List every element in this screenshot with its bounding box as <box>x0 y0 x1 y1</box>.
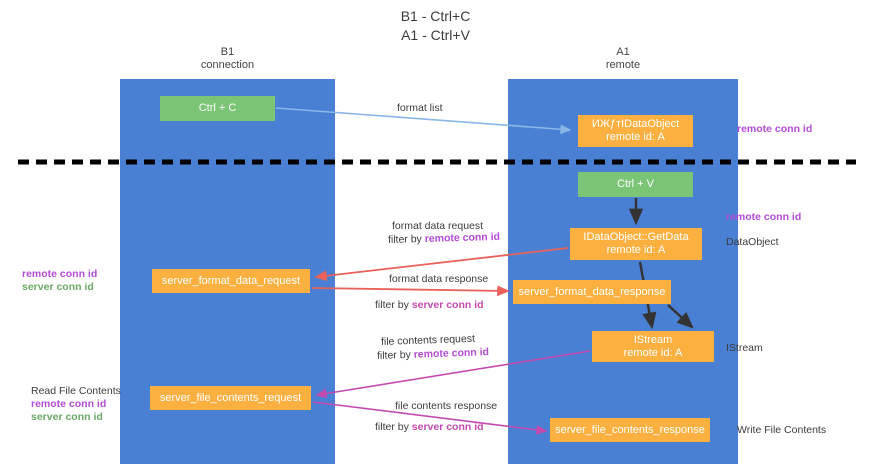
caption-filter-remote-conn-id-2: filter by remote conn id <box>377 345 489 363</box>
filter-by-text-1: filter by <box>387 232 425 246</box>
node-server-format-data-request[interactable]: server_format_data_request <box>152 269 310 293</box>
caption-format-data-response: format data response <box>389 272 488 286</box>
lane-header-a1: A1 remote <box>508 46 738 72</box>
node-server-file-contents-response-label: server_file_contents_response <box>555 423 705 436</box>
caption-format-data-request: format data request <box>392 219 483 233</box>
node-ctrl-c[interactable]: Ctrl + C <box>160 96 275 121</box>
node-idataobject-top-label: ИЖƒтIDataObject <box>591 118 680 130</box>
remote-conn-id-text-1: remote conn id <box>424 230 501 245</box>
annotation-write-file-contents: Write File Contents <box>737 424 826 437</box>
node-idataobject-getdata[interactable]: IDataObject::GetData remote id: A <box>570 228 702 260</box>
node-ctrl-c-label: Ctrl + C <box>198 102 237 114</box>
annotation-istream: IStream <box>726 342 763 355</box>
node-server-format-data-request-label: server_format_data_request <box>161 274 301 287</box>
legend-left-format: remote conn id server conn id <box>22 268 97 294</box>
node-istream[interactable]: IStream remote id: A <box>592 331 714 362</box>
node-idataobject-top[interactable]: ИЖƒтIDataObject remote id: A <box>578 115 693 147</box>
server-conn-id-text-2: server conn id <box>411 421 484 433</box>
annotation-remote-conn-id-mid: remote conn id <box>726 211 801 224</box>
filter-by-text-3: filter by <box>376 348 414 362</box>
node-server-file-contents-response[interactable]: server_file_contents_response <box>550 418 710 442</box>
node-server-format-data-response[interactable]: server_format_data_response <box>513 280 671 304</box>
node-idataobject-getdata-sub: remote id: A <box>606 244 666 256</box>
filter-by-text-4: filter by <box>375 421 412 433</box>
caption-format-list: format list <box>397 101 443 115</box>
title-line-1: B1 - Ctrl+C <box>400 8 471 24</box>
caption-format-data-request-text: format data request <box>392 220 484 232</box>
caption-filter-server-conn-id-1: filter by server conn id <box>375 298 484 312</box>
annotation-remote-conn-id-top-text: remote conn id <box>737 123 813 135</box>
node-server-file-contents-request-label: server_file_contents_request <box>159 391 302 404</box>
filter-by-text-2: filter by <box>375 299 412 311</box>
node-idataobject-getdata-label: IDataObject::GetData <box>583 231 689 243</box>
lane-header-b1-role: connection <box>200 59 255 71</box>
node-server-format-data-response-label: server_format_data_response <box>518 285 666 298</box>
lane-header-b1: B1 connection <box>120 46 335 72</box>
legend-left-file-server: server conn id <box>31 411 103 423</box>
lane-header-b1-name: B1 <box>220 46 235 58</box>
annotation-dataobject: DataObject <box>726 236 779 249</box>
annotation-remote-conn-id-top: remote conn id <box>737 123 812 136</box>
annotation-write-file-contents-text: Write File Contents <box>737 424 827 436</box>
annotation-dataobject-text: DataObject <box>726 236 779 248</box>
caption-filter-server-conn-id-2: filter by server conn id <box>375 420 484 434</box>
legend-left-file: Read File Contents remote conn id server… <box>31 385 121 424</box>
legend-left-format-remote: remote conn id <box>22 268 98 280</box>
node-ctrl-v[interactable]: Ctrl + V <box>578 172 693 197</box>
caption-filter-remote-conn-id-1: filter by remote conn id <box>388 230 500 247</box>
legend-left-file-remote: remote conn id <box>31 398 107 410</box>
legend-left-format-server: server conn id <box>22 281 94 293</box>
annotation-remote-conn-id-mid-text: remote conn id <box>726 211 802 223</box>
node-idataobject-top-sub: remote id: A <box>606 131 665 143</box>
node-server-file-contents-request[interactable]: server_file_contents_request <box>150 386 311 410</box>
remote-conn-id-text-2: remote conn id <box>413 346 490 361</box>
server-conn-id-text-1: server conn id <box>411 299 484 311</box>
caption-format-data-response-text: format data response <box>389 273 489 285</box>
node-ctrl-v-label: Ctrl + V <box>617 178 654 190</box>
caption-format-list-text: format list <box>397 102 443 114</box>
title-line-2: A1 - Ctrl+V <box>401 27 470 43</box>
node-istream-sub: remote id: A <box>623 346 683 359</box>
annotation-read-file-contents-text: Read File Contents <box>31 385 121 397</box>
lane-header-a1-name: A1 <box>616 46 630 58</box>
caption-file-contents-response-text: file contents response <box>395 400 498 412</box>
caption-file-contents-response: file contents response <box>395 399 497 413</box>
annotation-istream-text: IStream <box>726 342 763 354</box>
lane-header-a1-role: remote <box>605 59 641 71</box>
node-istream-label: IStream <box>633 333 673 346</box>
page-title: B1 - Ctrl+C A1 - Ctrl+V <box>0 7 871 45</box>
